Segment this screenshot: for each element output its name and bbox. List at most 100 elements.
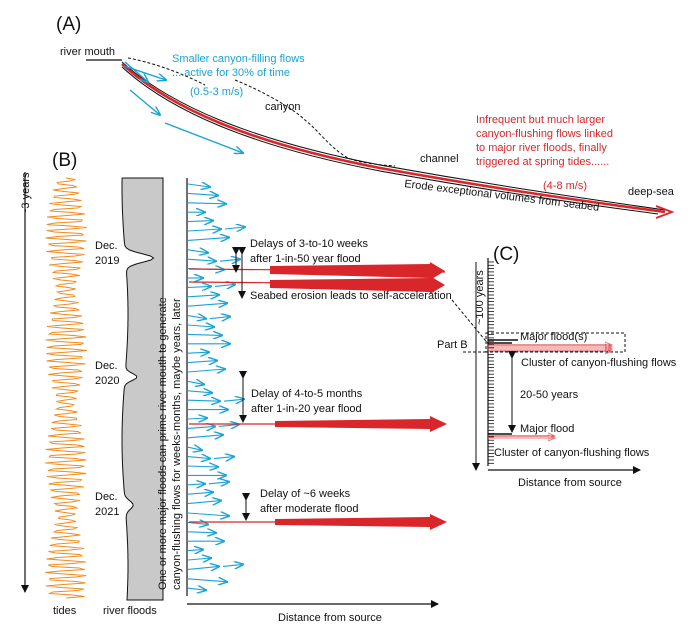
blue-flow-arrow — [187, 334, 222, 335]
river-floods-hydrograph — [121, 177, 164, 601]
blue-flow-arrow — [187, 566, 219, 569]
blue-flow-arrow — [187, 426, 215, 428]
blue-flow-arrow — [187, 221, 213, 222]
part-b-box — [485, 332, 626, 353]
year-2019-label: 2019 — [95, 255, 119, 267]
blue-flow-arrow — [187, 237, 229, 240]
channel-label: channel — [420, 153, 459, 165]
blue-flow-arrow — [187, 295, 219, 297]
blue-flow-arrow — [187, 361, 217, 363]
blue-flow-arrow — [187, 435, 223, 438]
panel-b-label: (B) — [52, 150, 77, 171]
blue-flow-arrow — [224, 227, 245, 229]
cluster-1-label: Cluster of canyon-flushing flows — [521, 357, 677, 369]
tides-signal — [45, 177, 87, 599]
priming-text-line2: canyon-flushing flows for weeks-months, … — [171, 298, 183, 590]
deep-sea-arrowhead — [655, 205, 675, 219]
year-2020-label: 2020 — [95, 375, 119, 387]
blue-flow-arrow — [187, 400, 220, 401]
blue-flow-arrow — [187, 550, 203, 551]
small-flow-arrow-1 — [124, 61, 148, 82]
blue-flow-arrow — [187, 558, 211, 560]
panel-a-label: (A) — [56, 14, 81, 35]
blue-flow-arrow — [187, 381, 204, 384]
blue-flow-arrow — [218, 424, 239, 426]
blue-flow-arrow — [187, 203, 226, 204]
blue-flow-arrow — [187, 418, 207, 419]
blue-flow-arrow — [187, 316, 206, 319]
blue-flow-arrow — [222, 564, 243, 566]
panel-c-year-ticks — [488, 261, 494, 464]
canyon-flushing-flow-2020 — [189, 416, 447, 432]
canyon-flushing-flow-band — [121, 63, 666, 214]
blue-flow-arrow — [187, 250, 208, 253]
blue-flow-arrow — [187, 492, 213, 494]
large-flows-line3: to major river floods, finally — [476, 142, 607, 154]
large-flows-speed: (4-8 m/s) — [543, 180, 587, 192]
small-flows-label: Smaller canyon-filling flows — [172, 53, 305, 65]
blue-flow-arrow — [187, 457, 210, 459]
dec-2019-label: Dec. — [95, 240, 118, 252]
blue-flow-arrow — [208, 482, 229, 484]
years-label: ~3 years — [20, 172, 32, 215]
dec-2020-label: Dec. — [95, 360, 118, 372]
canyon-filling-flow-arrows — [187, 184, 245, 590]
small-flows-time-label: ....active for 30% of time — [172, 67, 290, 79]
blue-flow-arrow — [213, 457, 234, 459]
self-acceleration-label: Seabed erosion leads to self-acceleratio… — [250, 290, 452, 302]
blue-flow-arrow — [187, 501, 221, 504]
blue-flow-arrow — [187, 447, 202, 450]
delay2-line2: after 1-in-20 year flood — [251, 403, 362, 415]
panel-c: (C) ~100 years Major flood(s) Cluster of… — [472, 244, 677, 489]
blue-flow-arrow — [187, 193, 218, 195]
major-flood-label: Major flood — [520, 423, 574, 435]
river-floods-label: river floods — [103, 605, 157, 617]
blue-flow-arrow — [209, 317, 230, 319]
blue-flow-arrow — [187, 184, 210, 187]
blue-flow-arrow — [187, 352, 209, 353]
major-floods-label: Major flood(s) — [520, 331, 587, 343]
blue-flow-arrow — [187, 522, 208, 524]
century-label: ~100 years — [474, 270, 486, 325]
delay1-line2: after 1-in-50 year flood — [250, 253, 361, 265]
tides-label: tides — [53, 605, 77, 617]
small-flow-arrow-3 — [129, 89, 160, 115]
panel-c-label: (C) — [493, 244, 519, 265]
blue-flow-arrow — [187, 588, 206, 590]
canyon-wall-dashed — [127, 57, 396, 167]
blue-flow-arrow — [187, 369, 225, 372]
canyon-floor-bottom — [121, 66, 659, 215]
large-flows-line4: triggered at spring tides...... — [476, 156, 609, 168]
blue-flow-arrow — [187, 259, 216, 261]
large-flows-line2: canyon-flushing flows linked — [476, 128, 613, 140]
blue-flow-arrow — [223, 399, 244, 401]
blue-flow-arrow — [187, 532, 216, 533]
year-2021-label: 2021 — [95, 506, 119, 518]
small-flow-arrow-2 — [123, 65, 166, 80]
distance-label-c: Distance from source — [518, 477, 622, 489]
delay3-line2: after moderate flood — [260, 503, 358, 515]
blue-flow-arrow — [187, 229, 221, 231]
part-b-label: Part B — [437, 339, 468, 351]
large-flows-line1: Infrequent but much larger — [476, 114, 605, 126]
interval-label: 20-50 years — [520, 389, 579, 401]
blue-flow-arrow — [187, 484, 205, 485]
delay1-line1: Delays of 3-to-10 weeks — [250, 238, 368, 250]
priming-text-line1: One or more major floods can prime river… — [157, 297, 169, 590]
canyon-flushing-flow-2021 — [189, 514, 447, 530]
deep-sea-label: deep-sea — [628, 186, 675, 198]
dec-2021-label: Dec. — [95, 491, 118, 503]
canyon-label: canyon — [265, 101, 300, 113]
panel-b: (B) ~3 years tides river floods Dec. 201… — [20, 150, 491, 624]
small-flow-arrow-4 — [164, 122, 243, 153]
blue-flow-arrow — [187, 303, 227, 306]
blue-flow-arrow — [187, 325, 214, 327]
blue-flow-arrow — [214, 284, 235, 286]
delay3-line1: Delay of ~6 weeks — [260, 488, 351, 500]
river-mouth-label: river mouth — [60, 46, 115, 58]
blue-flow-arrow — [187, 466, 218, 467]
blue-flow-arrow — [187, 391, 212, 393]
blue-flow-arrow — [187, 286, 211, 287]
distance-label-b: Distance from source — [278, 612, 382, 624]
small-flows-speed-label: (0.5-3 m/s) — [190, 86, 243, 98]
